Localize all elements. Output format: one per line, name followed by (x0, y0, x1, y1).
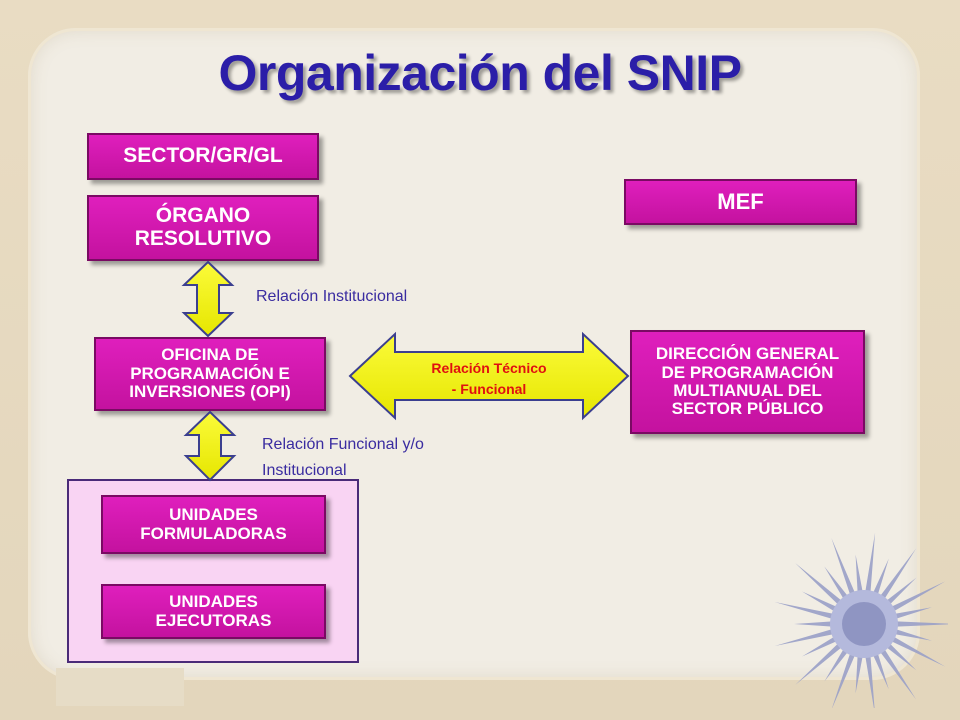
starburst-ray (864, 532, 876, 595)
starburst-ray (794, 621, 835, 627)
vertical-arrow-institucional (181, 260, 235, 338)
relacion-tecnico-funcional-label: Relación Técnico - Funcional (431, 360, 547, 397)
footer-decoration (56, 668, 184, 706)
organo-resolutivo-box: ÓRGANO RESOLUTIVO (87, 195, 319, 261)
starburst-ray (855, 653, 864, 694)
starburst-ray (889, 635, 946, 667)
starburst-ray (878, 548, 917, 601)
starburst-ray (824, 566, 850, 601)
unidades-ejecutoras-box: UNIDADES EJECUTORAS (101, 584, 326, 639)
vertical-arrow-funcional (183, 410, 237, 482)
mef-box: MEF (624, 179, 857, 225)
page-title: Organización del SNIP (218, 45, 742, 101)
starburst-ray (884, 641, 917, 671)
starburst-ray (872, 558, 889, 598)
starburst-ray (884, 577, 917, 607)
starburst-ray (795, 562, 844, 607)
relacion-funcional-label: Relación Funcional y/o Institucional (262, 436, 424, 479)
starburst-ray (831, 537, 856, 598)
starburst-ray (855, 554, 864, 595)
starburst-ray (872, 650, 889, 690)
starburst-ray (802, 635, 839, 657)
starburst-ray (774, 601, 836, 620)
starburst-ray (892, 628, 932, 641)
starburst-ray (889, 581, 946, 613)
starburst-ray (802, 591, 839, 613)
unidades-formuladoras-box: UNIDADES FORMULADORAS (101, 495, 326, 554)
starburst-ray (892, 607, 932, 620)
opi-box: OFICINA DE PROGRAMACIÓN E INVERSIONES (O… (94, 337, 326, 411)
starburst-ray (795, 641, 844, 686)
starburst-ray (824, 647, 850, 682)
dgpm-box: DIRECCIÓN GENERAL DE PROGRAMACIÓN MULTIA… (630, 330, 865, 434)
starburst-ray (878, 647, 917, 700)
starburst-ray (774, 628, 836, 647)
starburst-ray (832, 650, 856, 708)
horizontal-arrow-tecnico-funcional (348, 331, 630, 421)
sector-box: SECTOR/GR/GL (87, 133, 319, 180)
starburst-ray (864, 653, 875, 708)
starburst-ray (893, 621, 948, 627)
relacion-institucional-label: Relación Institucional (256, 288, 408, 305)
starburst-icon (774, 532, 948, 708)
